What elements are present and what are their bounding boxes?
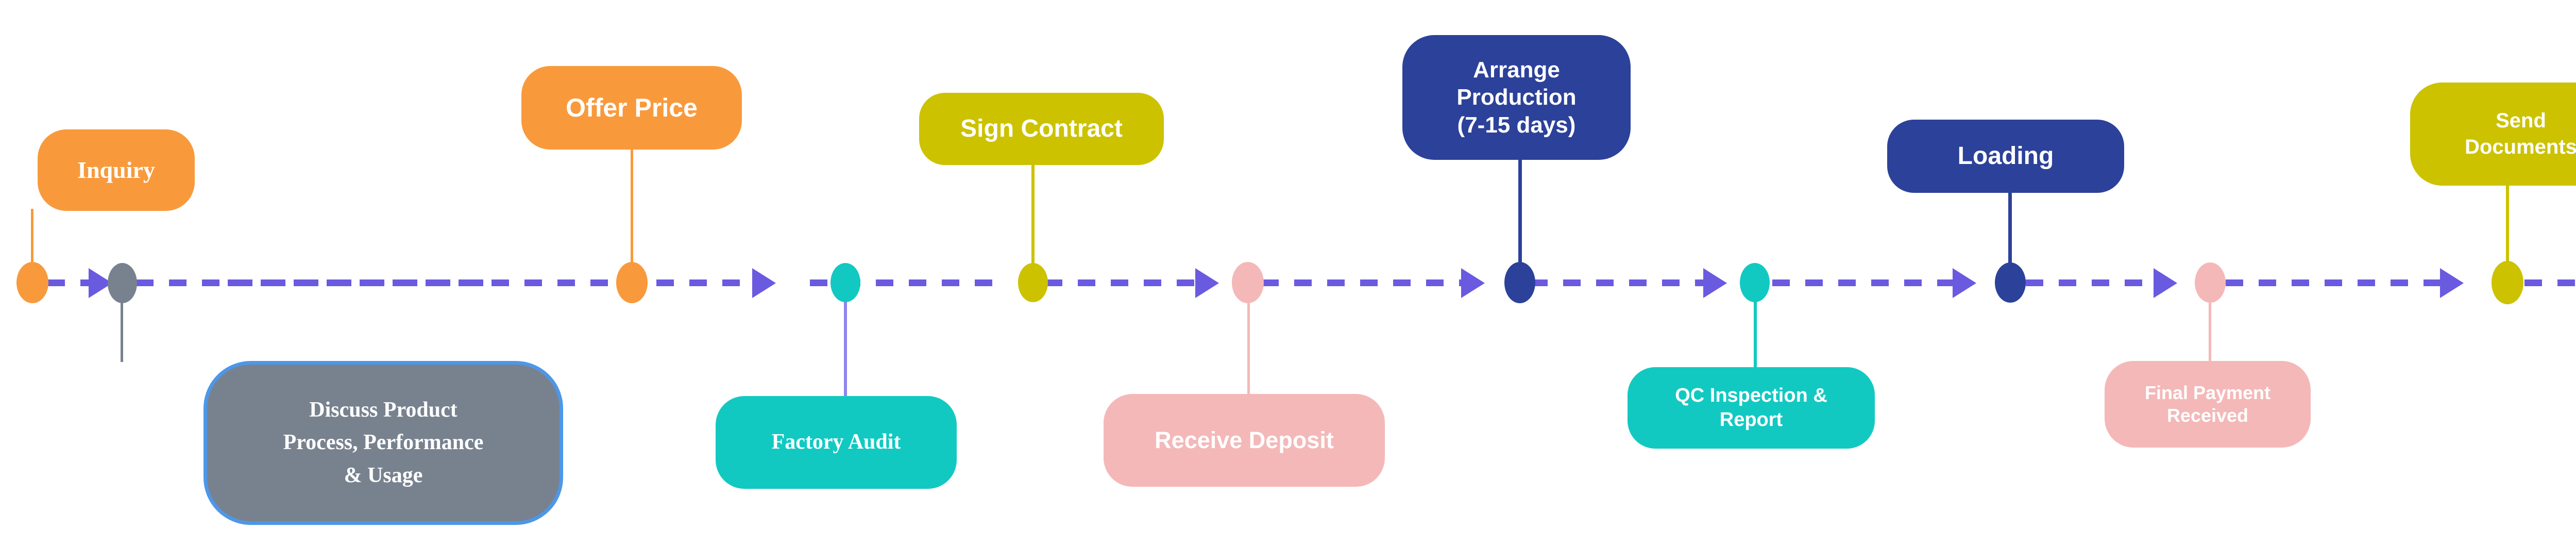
axis-arrowhead <box>752 268 776 298</box>
label-discuss-product-line3: & Usage <box>344 463 423 487</box>
node-loading[interactable] <box>1995 262 2026 303</box>
label-arrange-production-line3: (7-15 days) <box>1457 112 1576 138</box>
label-offer-price-text: Offer Price <box>566 93 698 122</box>
label-send-documents-line2: Documents <box>2465 136 2576 158</box>
label-receive-deposit-text: Receive Deposit <box>1155 426 1334 453</box>
label-discuss-product-line1: Discuss Product <box>309 398 457 422</box>
stem-qc-inspection <box>1754 299 1757 369</box>
axis-arrowhead <box>1461 268 1485 298</box>
label-discuss-product-line2: Process, Performance <box>283 431 484 455</box>
node-discuss-product[interactable] <box>108 263 137 303</box>
axis-segment <box>228 279 756 286</box>
label-inquiry-text: Inquiry <box>77 157 155 184</box>
axis-segment <box>2226 279 2442 286</box>
label-arrange-production-line1: Arrange <box>1473 57 1560 83</box>
label-discuss-product[interactable]: Discuss Product Process, Performance & U… <box>204 361 563 525</box>
axis-segment <box>1045 279 1197 286</box>
stem-receive-deposit <box>1247 299 1250 397</box>
axis-arrowhead <box>2440 268 2464 298</box>
label-final-payment-line1: Final Payment <box>2144 382 2271 403</box>
node-arrange-production[interactable] <box>1504 262 1535 303</box>
node-sign-contract[interactable] <box>1018 263 1048 302</box>
axis-arrowhead <box>1703 268 1727 298</box>
label-factory-audit[interactable]: Factory Audit <box>716 396 957 489</box>
stem-final-payment <box>2209 299 2211 384</box>
node-final-payment[interactable] <box>2195 262 2226 303</box>
label-loading-text: Loading <box>1957 142 2054 170</box>
stem-loading <box>2008 173 2012 266</box>
label-final-payment-line2: Received <box>2166 405 2249 426</box>
stem-factory-audit <box>844 299 847 397</box>
stem-send-documents <box>2506 186 2509 268</box>
axis-segment <box>47 279 92 286</box>
label-offer-price[interactable]: Offer Price <box>521 66 742 150</box>
label-arrange-production[interactable]: Arrange Production (7-15 days) <box>1402 35 1631 160</box>
stem-sign-contract <box>1031 164 1035 263</box>
node-qc-inspection[interactable] <box>1740 263 1770 302</box>
label-arrange-production-line2: Production <box>1456 85 1577 110</box>
label-qc-inspection[interactable]: QC Inspection & Report <box>1628 367 1875 449</box>
node-inquiry[interactable] <box>16 262 48 303</box>
label-sign-contract-text: Sign Contract <box>960 115 1123 143</box>
label-send-documents[interactable]: Send Documents <box>2410 83 2576 186</box>
node-receive-deposit[interactable] <box>1232 262 1264 303</box>
stem-inquiry <box>31 209 33 267</box>
axis-segment <box>1530 279 1705 286</box>
label-qc-inspection-line1: QC Inspection & <box>1675 385 1827 407</box>
node-factory-audit[interactable] <box>831 263 860 302</box>
stem-arrange-production <box>1518 157 1522 265</box>
label-inquiry[interactable]: Inquiry <box>38 129 195 211</box>
label-factory-audit-text: Factory Audit <box>771 430 901 454</box>
axis-segment <box>2026 279 2155 286</box>
node-send-documents[interactable] <box>2492 261 2523 304</box>
label-sign-contract[interactable]: Sign Contract <box>919 93 1164 165</box>
axis-segment <box>1772 279 1953 286</box>
node-offer-price[interactable] <box>616 262 648 303</box>
label-send-documents-line1: Send <box>2496 109 2546 133</box>
label-loading[interactable]: Loading <box>1887 120 2124 193</box>
axis-arrowhead <box>2154 268 2177 298</box>
axis-arrowhead <box>1195 268 1219 298</box>
axis-segment <box>1261 279 1462 286</box>
stem-discuss-product <box>121 299 123 362</box>
label-receive-deposit[interactable]: Receive Deposit <box>1104 394 1385 487</box>
label-qc-inspection-line2: Report <box>1719 409 1783 431</box>
stem-offer-price <box>631 149 633 263</box>
axis-segment <box>2524 279 2576 286</box>
label-final-payment[interactable]: Final Payment Received <box>2105 361 2311 448</box>
axis-arrowhead <box>1953 268 1976 298</box>
